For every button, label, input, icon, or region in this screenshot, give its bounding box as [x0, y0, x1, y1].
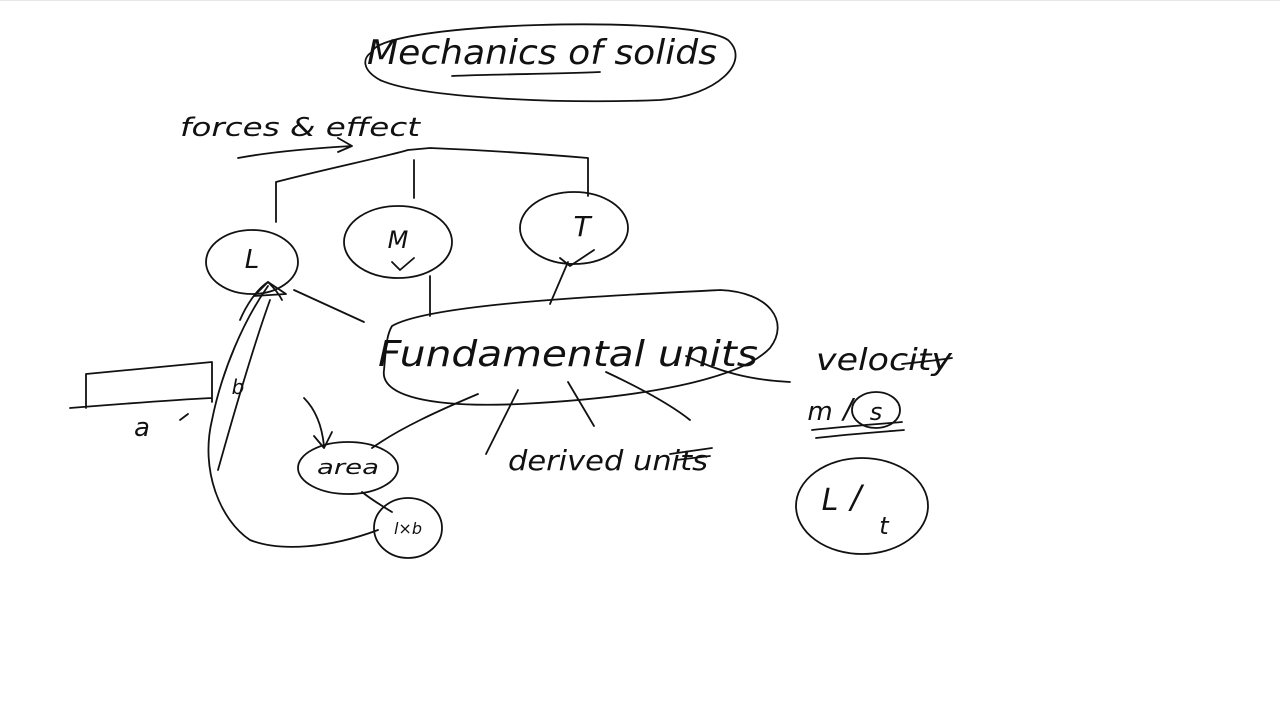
- arrow-into-area: [303, 397, 333, 449]
- fundamental-units-ellipse: [383, 289, 779, 406]
- connector-fundamental-to-area: [371, 393, 479, 449]
- title-underline: [451, 71, 601, 77]
- area-ellipse: [297, 441, 399, 495]
- connector-area-to-lxb: [361, 491, 393, 513]
- velocity-formula-circle: [795, 457, 929, 555]
- velocity-label: velocity: [816, 343, 953, 378]
- derived-units-label: derived units: [508, 444, 708, 477]
- dimension-b-label: b: [232, 375, 245, 399]
- velocity-s-circle: [851, 391, 901, 429]
- velocity-unit-m: m: [807, 397, 832, 427]
- connector-fundamental-to-velocity: [685, 355, 791, 383]
- velocity-formula-t: t: [879, 512, 890, 540]
- derived-units-underline: [669, 447, 713, 461]
- mass-circle: [343, 205, 453, 279]
- dimension-a-label: a: [134, 413, 150, 443]
- time-check-mark: [559, 249, 595, 267]
- area-label: area: [317, 455, 379, 479]
- forces-arrow: [237, 137, 353, 159]
- connector-fundamental-to-derived-2: [567, 381, 595, 427]
- velocity-unit-s: s: [870, 398, 883, 426]
- velocity-formula-l: L: [822, 483, 839, 518]
- connector-fundamental-to-units: [605, 371, 691, 421]
- fundamental-units-label: Fundamental units: [378, 334, 758, 375]
- time-circle-label: T: [573, 210, 592, 243]
- mass-circle-label: M: [388, 226, 409, 254]
- connector-time-to-fundamental: [549, 261, 569, 305]
- mass-check-mark: [391, 257, 415, 271]
- velocity-underline: [901, 357, 953, 365]
- forces-effect-label: forces & effect: [180, 113, 421, 143]
- lxb-circle: [373, 497, 443, 559]
- rectangle-sketch: [69, 361, 213, 409]
- length-circle-label: L: [245, 245, 260, 275]
- length-circle: [205, 229, 299, 295]
- rectangle-tick: [179, 413, 189, 421]
- arrowhead-at-length: [253, 281, 287, 297]
- connector-fundamental-to-derived-1: [485, 389, 519, 455]
- top-divider: [0, 0, 1280, 1]
- title-text: Mechanics of solids: [367, 33, 717, 73]
- velocity-unit-slash: /: [840, 392, 855, 425]
- title-ellipse: [364, 23, 737, 103]
- curved-arrow-to-length: [207, 281, 379, 548]
- lxb-label: l×b: [394, 519, 422, 538]
- branch-bracket: [275, 147, 589, 223]
- connector-length-to-fundamental: [293, 289, 365, 323]
- velocity-formula-slash: /: [848, 478, 865, 516]
